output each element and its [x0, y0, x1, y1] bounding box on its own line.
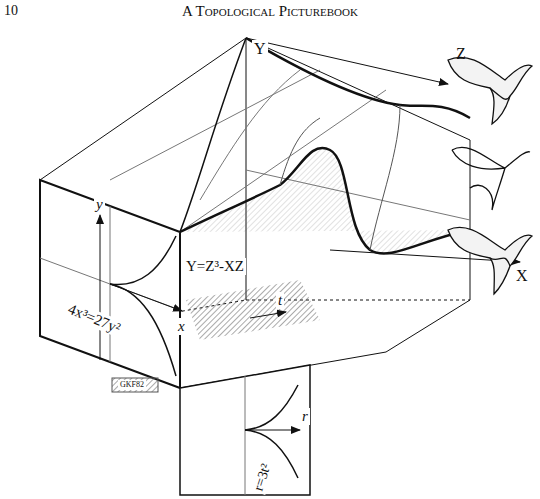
axis-label: y [94, 196, 105, 213]
axis-label: X [516, 268, 528, 284]
axis-label: x [176, 318, 187, 335]
axis-label: t [276, 292, 284, 309]
axis-label: r [300, 408, 310, 425]
axis-label: Y [252, 40, 268, 58]
surface-equation: Y=Z³-XZ [184, 258, 246, 275]
signature: GKF82 [118, 380, 146, 390]
page-header: A Topological Picturebook [182, 4, 358, 19]
axis-label: Z [456, 46, 466, 62]
page-number: 10 [4, 4, 18, 18]
